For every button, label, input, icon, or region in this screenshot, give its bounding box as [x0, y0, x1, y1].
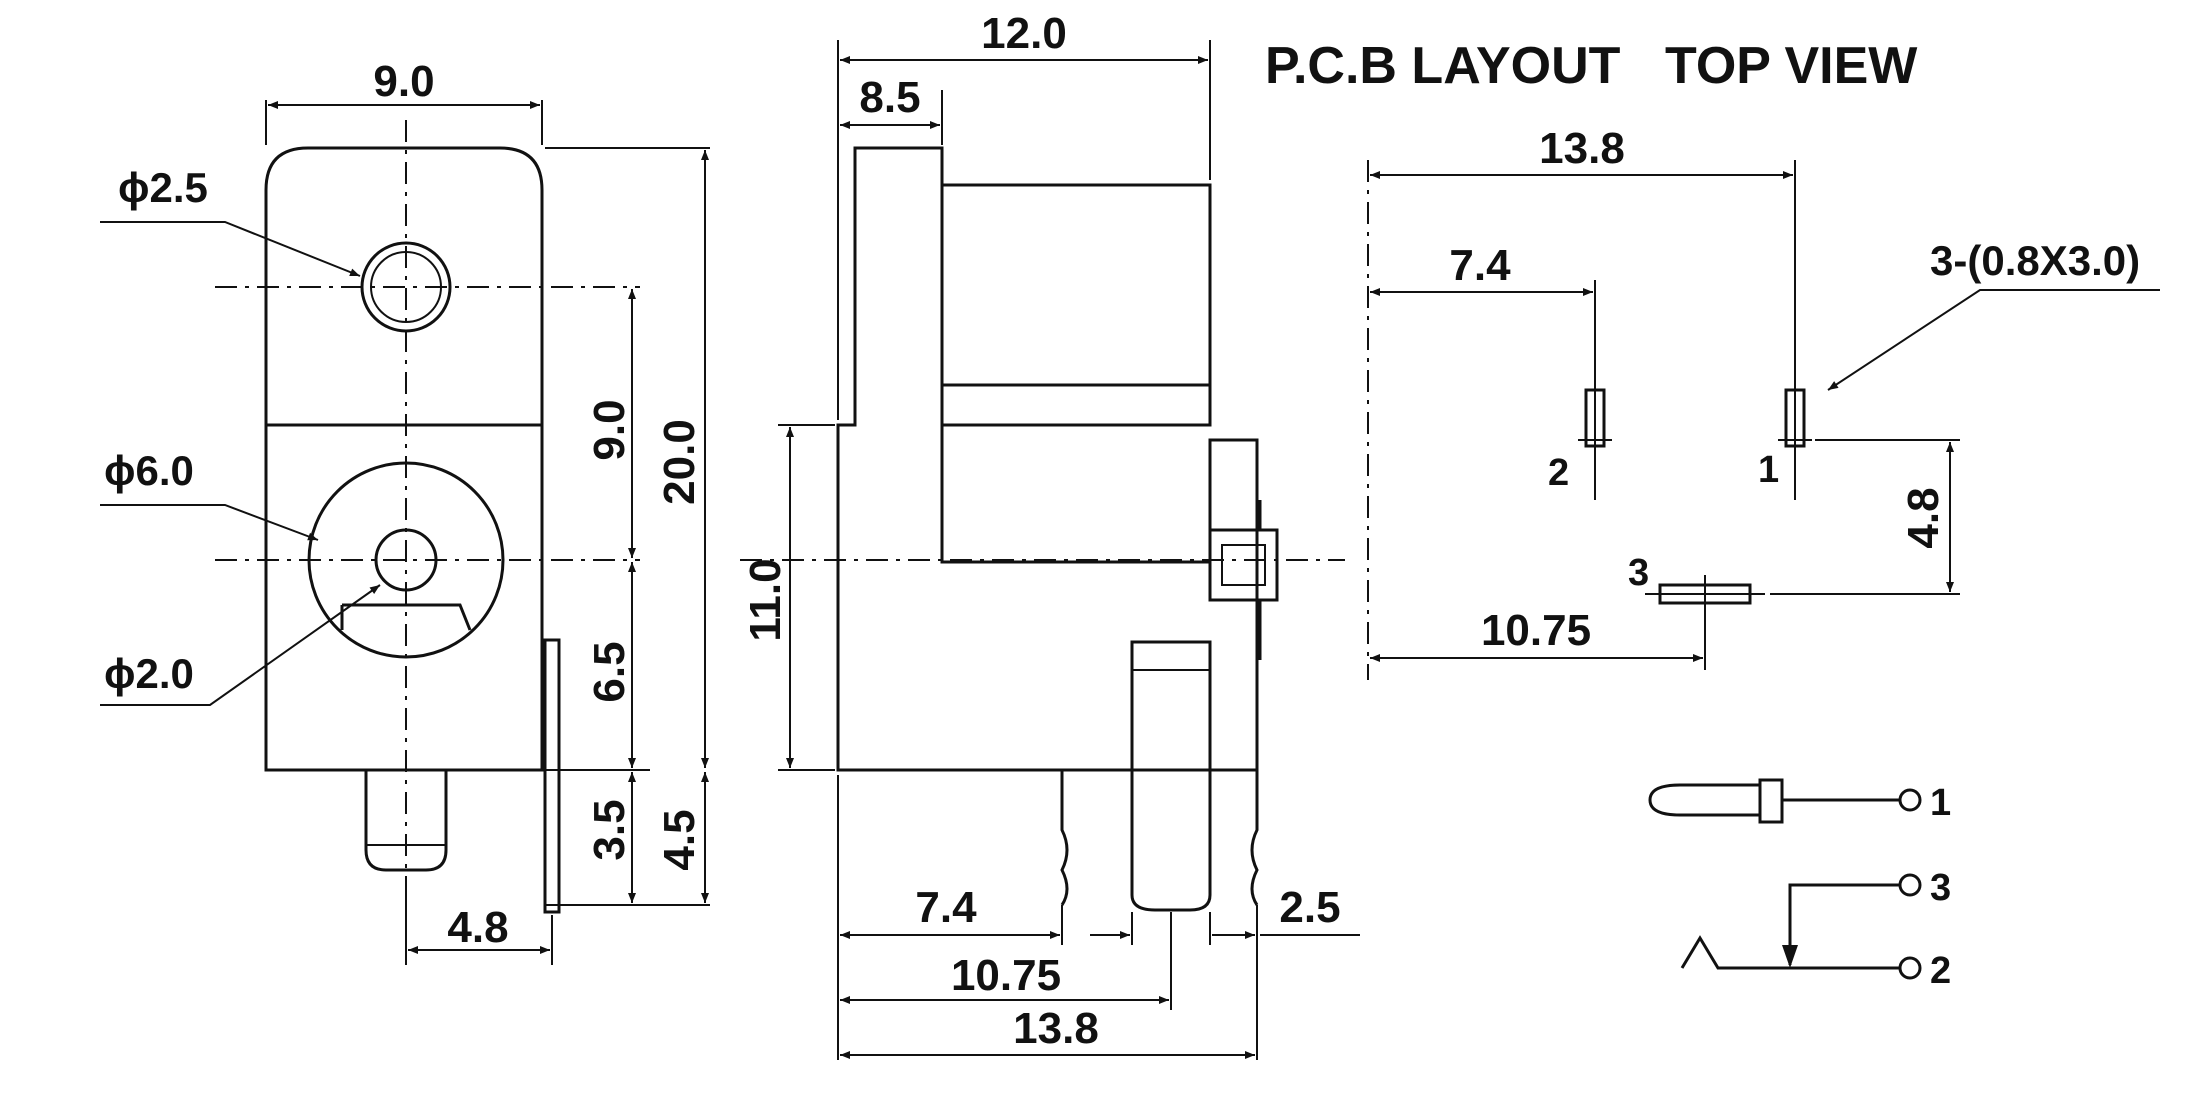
pcb-slot-spec: 3-(0.8X3.0): [1930, 237, 2140, 284]
dim-pin1-pos: 7.4: [915, 883, 977, 932]
dim-pin3-pos: 10.75: [951, 951, 1061, 1000]
pcb-pin-label-3: 3: [1628, 552, 1649, 594]
front-pin-lower: [364, 770, 448, 872]
dim-rear-offset: 2.5: [1279, 883, 1340, 932]
front-view: 9.0 9.0 20.0 6.5 3.5 4.5 4.8 ϕ2.5 ϕ6.0 ϕ…: [100, 57, 710, 965]
side-rear-pin: [1130, 640, 1212, 912]
schematic-terminal-1: [1898, 788, 1922, 812]
label-center-pin: ϕ2.0: [104, 650, 194, 697]
side-pin-1: [1060, 770, 1069, 906]
schematic: 1 3 2: [1648, 778, 1951, 992]
side-body-outline: [836, 146, 1259, 772]
dim-total-height: 20.0: [655, 419, 704, 505]
dim-front-depth: 8.5: [859, 73, 920, 122]
title-top-view: TOP VIEW: [1665, 37, 1918, 95]
schematic-plug-collar: [1758, 778, 1784, 824]
pcb-dim-pin-to-pin: 7.4: [1449, 241, 1511, 290]
schematic-terminal-3: [1898, 873, 1922, 897]
label-hole-large: ϕ6.0: [104, 447, 194, 494]
dim-total-length: 12.0: [981, 9, 1067, 58]
dim-lower-spacing: 6.5: [585, 641, 634, 702]
dim-body-height: 11.0: [741, 558, 790, 641]
dim-pin-offset: 4.8: [447, 903, 508, 952]
pcb-dim-pin3: 10.75: [1481, 606, 1591, 655]
front-body-outline: [264, 146, 544, 772]
side-contact-block: [1208, 528, 1279, 602]
pcb-layout: 13.8 7.4 2 1 3 3-(0.8X3.0) 4.8 10.75: [1367, 124, 2160, 680]
dim-pin-extent: 4.5: [655, 809, 704, 870]
schematic-pin-2: 2: [1930, 950, 1951, 992]
pcb-dim-span: 13.8: [1539, 124, 1625, 173]
side-view: 12.0 8.5 11.0 7.4 2.5 10.75 13.8: [740, 9, 1360, 1060]
dim-front-width: 9.0: [373, 57, 434, 106]
pcb-pin-label-1: 1: [1758, 449, 1779, 491]
front-pin-side: [543, 638, 561, 914]
label-hole-small: ϕ2.5: [118, 164, 208, 211]
title-pcb-layout: P.C.B LAYOUT: [1265, 37, 1621, 95]
schematic-ground-contact: [1680, 935, 1900, 970]
side-pin-2: [1250, 770, 1259, 906]
dim-pin2-pos: 13.8: [1013, 1004, 1099, 1053]
schematic-pin-1: 1: [1930, 782, 1951, 824]
schematic-plug: [1648, 783, 1760, 817]
pcb-dim-vertical: 4.8: [1899, 487, 1948, 548]
side-contact-inner: [1221, 544, 1266, 586]
schematic-terminal-2: [1898, 956, 1922, 980]
dim-pin-length: 3.5: [585, 799, 634, 860]
schematic-pin-3: 3: [1930, 867, 1951, 909]
dim-upper-spacing: 9.0: [585, 399, 634, 460]
pcb-pin-label-2: 2: [1548, 452, 1569, 494]
